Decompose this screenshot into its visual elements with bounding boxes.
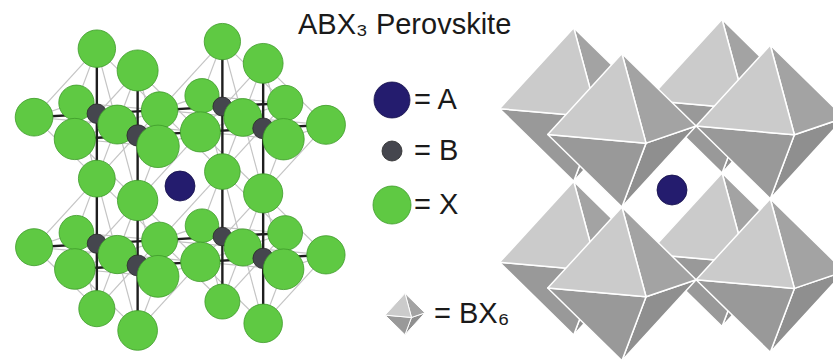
- octahedron-face: [696, 45, 794, 135]
- atom-x: [55, 249, 96, 290]
- legend-swatch: [374, 82, 410, 118]
- atom-a: [165, 171, 195, 201]
- atom-x: [244, 304, 283, 343]
- atom-x: [16, 229, 53, 266]
- polyhedral-lattice: [500, 19, 833, 360]
- atom-x: [54, 118, 95, 159]
- atom-x: [117, 50, 158, 91]
- legend-swatch: [382, 141, 402, 161]
- atom-x: [118, 311, 158, 351]
- octahedron-face: [548, 134, 646, 207]
- atom-x: [141, 92, 178, 129]
- atom-x: [243, 43, 283, 83]
- atom-x: [137, 125, 179, 167]
- atom-x: [244, 174, 283, 213]
- octahedron-face: [548, 53, 646, 143]
- atom-x: [267, 85, 302, 120]
- atom-x: [117, 180, 157, 220]
- legend-label: = B: [414, 134, 458, 167]
- octahedron-face: [548, 207, 646, 297]
- octahedron-icon: [385, 293, 425, 334]
- atom-x: [180, 112, 220, 152]
- atom-x: [181, 242, 220, 281]
- atom-x: [204, 23, 240, 59]
- atom-x: [307, 236, 345, 274]
- ball-stick-lattice: [15, 23, 345, 350]
- octahedron-face: [385, 293, 411, 317]
- atom-x: [268, 216, 303, 251]
- diagram-title: ABX₃ Perovskite: [298, 8, 511, 41]
- legend-label: = BX₆: [434, 297, 509, 330]
- atom-x: [205, 284, 240, 319]
- atom-x: [137, 255, 179, 297]
- atom-x: [263, 249, 304, 290]
- atom-a: [657, 175, 687, 205]
- legend-label: = A: [414, 83, 457, 116]
- legend-swatch: [373, 186, 411, 224]
- atom-x: [78, 160, 115, 197]
- atom-x: [142, 222, 178, 258]
- octahedron-face: [385, 315, 411, 335]
- atom-x: [78, 30, 115, 67]
- atom-x: [306, 105, 345, 144]
- octahedron-face: [548, 288, 646, 360]
- legend-label: = X: [414, 188, 458, 221]
- atom-x: [263, 119, 304, 160]
- octahedron-face: [696, 126, 794, 199]
- atom-x: [79, 291, 115, 327]
- octahedron-face: [696, 280, 794, 353]
- atom-x: [205, 154, 241, 190]
- atom-x: [15, 98, 53, 136]
- octahedron-face: [696, 199, 794, 289]
